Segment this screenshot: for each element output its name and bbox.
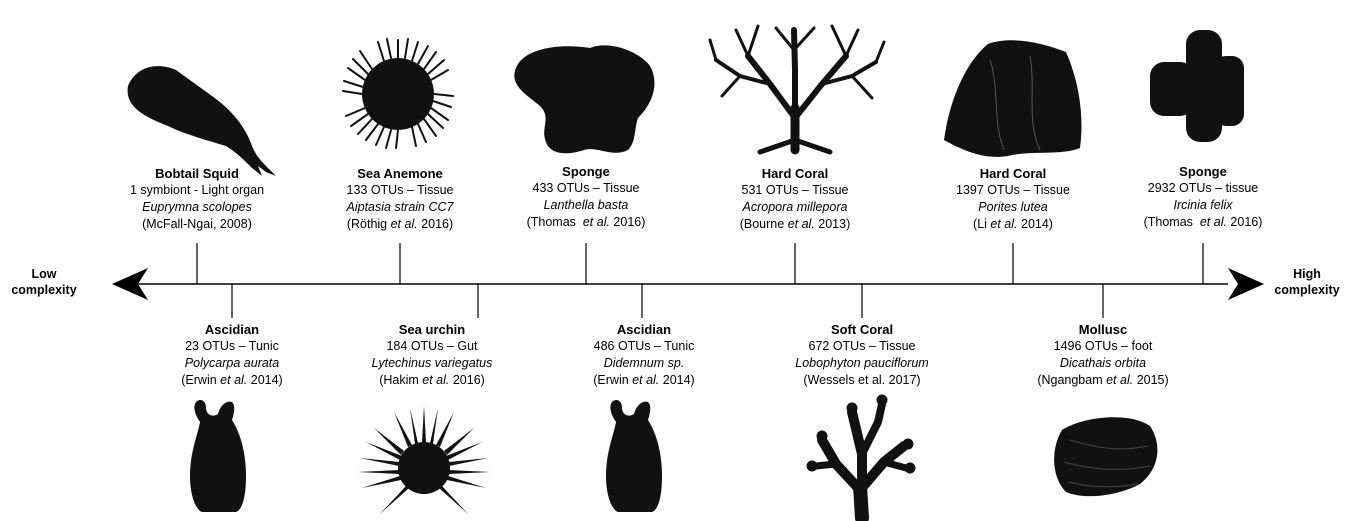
card-info: 486 OTUs – Tunic: [524, 338, 764, 355]
card-citation: (Thomas et al. 2016): [466, 214, 706, 231]
top-card-4: Hard Coral 531 OTUs – Tissue Acropora mi…: [675, 165, 915, 233]
ascidian-icon-2: [606, 400, 662, 512]
card-title: Soft Coral: [742, 321, 982, 338]
card-citation: (Thomas et al. 2016): [1083, 214, 1323, 231]
sponge-icon: [514, 45, 654, 153]
card-title: Hard Coral: [675, 165, 915, 182]
card-info: 672 OTUs – Tissue: [742, 338, 982, 355]
sea-anemone-icon: [343, 39, 453, 148]
high-label-line2: complexity: [1262, 282, 1347, 298]
bottom-card-2: Sea urchin 184 OTUs – Gut Lytechinus var…: [312, 321, 552, 389]
card-info: 1496 OTUs – foot: [983, 338, 1223, 355]
card-citation: (Hakim et al. 2016): [312, 372, 552, 389]
card-species: Ircinia felix: [1083, 197, 1323, 214]
card-species: Acropora millepora: [675, 199, 915, 216]
branching-coral-icon: [710, 26, 884, 152]
card-species: Didemnum sp.: [524, 355, 764, 372]
card-citation: (Ngangbam et al. 2015): [983, 372, 1223, 389]
bottom-ticks: [232, 284, 1103, 318]
card-title: Sponge: [466, 163, 706, 180]
mollusc-icon: [1054, 417, 1157, 496]
card-title: Sea urchin: [312, 321, 552, 338]
top-card-3: Sponge 433 OTUs – Tissue Lanthella basta…: [466, 163, 706, 231]
bottom-card-3: Ascidian 486 OTUs – Tunic Didemnum sp. (…: [524, 321, 764, 389]
axis-arrow-right: [1228, 268, 1264, 300]
card-info: 433 OTUs – Tissue: [466, 180, 706, 197]
top-ticks: [197, 243, 1203, 284]
top-card-6: Sponge 2932 OTUs – tissue Ircinia felix …: [1083, 163, 1323, 231]
card-info: 184 OTUs – Gut: [312, 338, 552, 355]
low-label-line1: Low: [0, 266, 89, 282]
card-info: 531 OTUs – Tissue: [675, 182, 915, 199]
card-info: 2932 OTUs – tissue: [1083, 180, 1323, 197]
card-title: Ascidian: [524, 321, 764, 338]
card-title: Sponge: [1083, 163, 1323, 180]
card-species: Lobophyton pauciflorum: [742, 355, 982, 372]
high-complexity-label: High complexity: [1262, 266, 1347, 298]
card-title: Mollusc: [983, 321, 1223, 338]
bottom-card-4: Soft Coral 672 OTUs – Tissue Lobophyton …: [742, 321, 982, 389]
card-citation: (Erwin et al. 2014): [524, 372, 764, 389]
bottom-card-5: Mollusc 1496 OTUs – foot Dicathais orbit…: [983, 321, 1223, 389]
card-citation: (Wessels et al. 2017): [742, 372, 982, 389]
squid-icon: [128, 66, 276, 176]
ascidian-icon-1: [190, 400, 246, 512]
card-species: Lanthella basta: [466, 197, 706, 214]
card-species: Lytechinus variegatus: [312, 355, 552, 372]
massive-coral-icon: [944, 40, 1081, 157]
sea-urchin-icon: [358, 406, 490, 514]
low-label-line2: complexity: [0, 282, 89, 298]
high-label-line1: High: [1262, 266, 1347, 282]
card-citation: (Bourne et al. 2013): [675, 216, 915, 233]
low-complexity-label: Low complexity: [0, 266, 89, 298]
card-species: Dicathais orbita: [983, 355, 1223, 372]
soft-coral-icon: [807, 395, 915, 518]
tube-sponge-icon: [1150, 30, 1244, 142]
